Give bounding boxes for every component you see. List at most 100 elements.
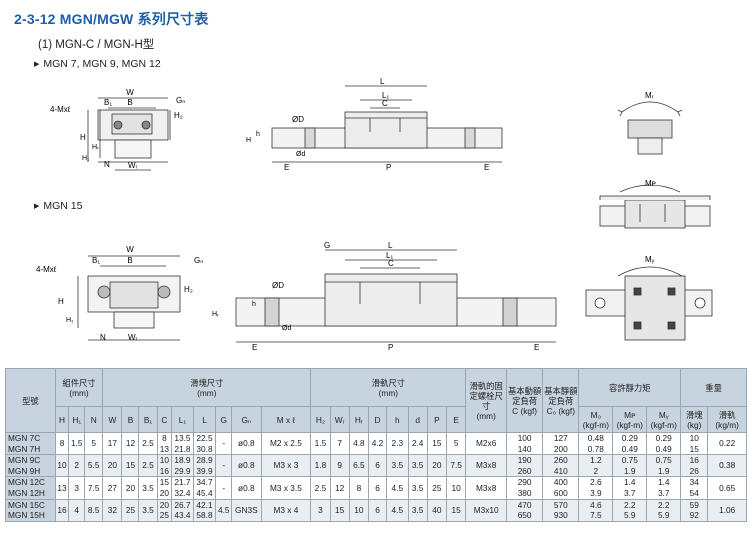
cell-D: 6: [367, 454, 388, 478]
dim-P: P: [386, 163, 391, 172]
cell-d: 3.5: [407, 498, 428, 522]
dim-WR: Wᵣ: [128, 333, 138, 342]
dim-N: N: [100, 333, 106, 342]
sub-WR: Wᵣ: [329, 406, 350, 433]
sub-D: D: [367, 406, 388, 433]
cell-bolt: M3x8: [465, 454, 508, 478]
cell-N: 5.5: [84, 454, 104, 478]
dim-d: Ød: [296, 151, 305, 158]
sub-L: L: [192, 406, 217, 433]
sub-block-weight: 滑塊(kg): [680, 406, 709, 433]
cell-H1: 2: [68, 454, 86, 478]
sub-rail-weight: 滑軌(kg/m): [707, 406, 747, 433]
dim-D: ØD: [272, 281, 284, 290]
dim-H2: H₂: [184, 285, 193, 294]
dim-4Mxl: 4-Mxℓ: [50, 105, 71, 114]
cell-Gn: ø0.8: [231, 476, 262, 500]
cell-P: 40: [426, 498, 448, 522]
dim-H2: H₂: [174, 111, 183, 120]
dim-h: h: [252, 301, 256, 308]
cell-W: 20: [102, 454, 123, 478]
sub-G: G: [215, 406, 233, 433]
section-mgn15: ▶MGN 15: [34, 200, 83, 212]
cell-P: 15: [426, 431, 448, 456]
cell-P: 20: [426, 454, 448, 478]
cell-H2: 3: [310, 498, 331, 522]
cell-W: 27: [102, 476, 123, 500]
cell-E: 5: [445, 431, 467, 456]
sub-d: d: [407, 406, 428, 433]
cell-G: -: [215, 431, 233, 456]
cell-Mxl: M3 x 3.5: [260, 476, 312, 500]
cell-Mxl: M2 x 2.5: [260, 431, 312, 456]
side-view-small: [271, 85, 503, 163]
cell-D: 6: [367, 476, 388, 500]
cell-B1: 3.5: [138, 498, 158, 522]
cell-P: 25: [426, 476, 448, 500]
cell-Gn: GN3S: [231, 498, 262, 522]
dim-E: E: [284, 163, 289, 172]
sub-HR: Hᵣ: [348, 406, 369, 433]
dim-H1: H₁: [66, 317, 74, 324]
cell-WR: 12: [329, 476, 350, 500]
front-view-mgn15: [77, 255, 181, 341]
cell-bolt: M2x6: [465, 431, 508, 456]
cell-H: 16: [54, 498, 70, 522]
cell-B: 12: [121, 431, 140, 456]
cell-h: 2.3: [386, 431, 409, 456]
cell-N: 5: [84, 431, 104, 456]
dim-L1: L₁: [386, 251, 393, 260]
dim-h: h: [256, 131, 260, 138]
dim-Gn: Gₙ: [194, 256, 203, 265]
dim-d: Ød: [282, 325, 291, 332]
front-view-small: [87, 97, 171, 171]
sub-M0: M₀(kgf-m): [578, 406, 614, 433]
label-MP: Mᴘ: [645, 179, 656, 188]
moment-mp-block: [599, 200, 711, 229]
cell-W: 32: [102, 498, 123, 522]
col-block: 滑塊尺寸(mm): [102, 368, 312, 407]
cell-bolt: M3x10: [465, 498, 508, 522]
dim-H: H: [246, 137, 251, 144]
cell-Gn: ø0.8: [231, 454, 262, 478]
sub-P: P: [426, 406, 448, 433]
cell-rail-weight: 0.65: [707, 476, 747, 500]
moment-mp-view: [599, 184, 711, 200]
cell-E: 15: [445, 498, 467, 522]
dim-B1: B₁: [104, 98, 112, 107]
cell-d: 3.5: [407, 476, 428, 500]
section-mgn7-9-12: ▶MGN 7, MGN 9, MGN 12: [34, 58, 161, 70]
cell-rail-weight: 1.06: [707, 498, 747, 522]
cell-bolt: M3x8: [465, 476, 508, 500]
cell-W: 17: [102, 431, 123, 456]
page-title: 2-3-12 MGN/MGW 系列尺寸表: [14, 11, 209, 27]
cell-D: 6: [367, 498, 388, 522]
cell-WR: 7: [329, 431, 350, 456]
cell-H1: 1.5: [68, 431, 86, 456]
cell-d: 3.5: [407, 454, 428, 478]
dim-Gn: Gₙ: [176, 96, 185, 105]
